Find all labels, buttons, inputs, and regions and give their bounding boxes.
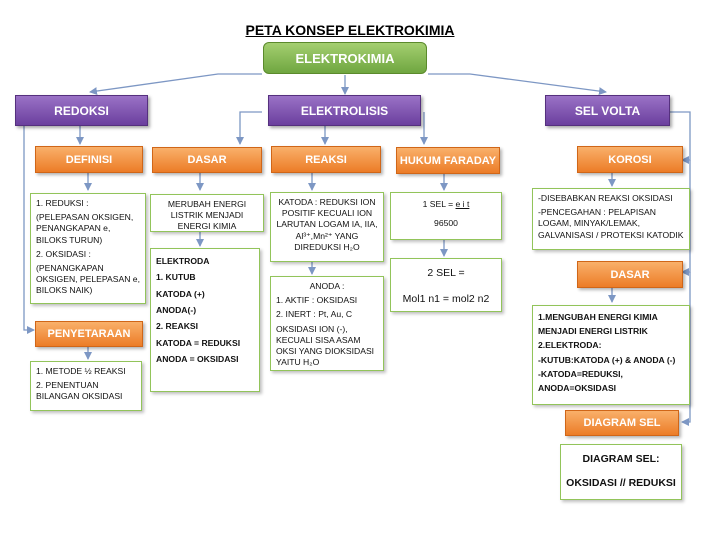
definisi-line-3: 2. OKSIDASI : bbox=[36, 248, 91, 259]
elektroda-line-2: 1. KUTUB bbox=[156, 272, 196, 283]
dasar-sel-volta-line-1: 1.MENGUBAH ENERGI KIMIA MENJADI ENERGI L… bbox=[538, 312, 658, 337]
page-title: PETA KONSEP ELEKTROKIMIA bbox=[245, 22, 455, 38]
dasar-sel-volta-line-2: 2.ELEKTRODA: bbox=[538, 340, 602, 351]
elektroda-line-3: KATODA (+) bbox=[156, 288, 205, 299]
node-reaksi[interactable]: REAKSI bbox=[271, 146, 381, 173]
node-penyetaraan[interactable]: PENYETARAAN bbox=[35, 321, 143, 347]
korosi-line-2: -PENCEGAHAN : PELAPISAN LOGAM, MINYAK/LE… bbox=[538, 207, 684, 240]
elektroda-line-7: ANODA = OKSIDASI bbox=[156, 353, 239, 364]
faraday-1sel-denominator: 96500 bbox=[434, 218, 458, 229]
anoda-line-3: 2. INERT : Pt, Au, C bbox=[276, 309, 353, 320]
anoda-note: ANODA : 1. AKTIF : OKSIDASI 2. INERT : P… bbox=[270, 276, 384, 371]
node-hukum-faraday-label: HUKUM FARADAY bbox=[399, 154, 497, 167]
node-korosi[interactable]: KOROSI bbox=[577, 146, 683, 173]
node-elektrolisis[interactable]: ELEKTROLISIS bbox=[268, 95, 421, 126]
katoda-note: KATODA : REDUKSI ION POSITIF KECUALI ION… bbox=[270, 192, 384, 262]
node-sel-volta-label: SEL VOLTA bbox=[574, 103, 641, 118]
node-penyetaraan-label: PENYETARAAN bbox=[47, 328, 131, 340]
elektroda-line-4: ANODA(-) bbox=[156, 304, 197, 315]
dasar-sel-volta-line-4: -KATODA=REDUKSI, ANODA=OKSIDASI bbox=[538, 368, 623, 393]
faraday-1sel-numerator: e i t bbox=[455, 199, 470, 209]
node-elektrokimia-label: ELEKTROKIMIA bbox=[295, 50, 395, 66]
node-reaksi-label: REAKSI bbox=[305, 153, 347, 166]
dasar-elektrolisis-note: MERUBAH ENERGI LISTRIK MENJADI ENERGI KI… bbox=[150, 194, 264, 232]
faraday-2sel-formula: Mol1 n1 = mol2 n2 bbox=[402, 292, 490, 305]
faraday-1sel-label: 1 SEL = bbox=[422, 199, 456, 209]
anoda-line-1: ANODA : bbox=[309, 281, 345, 291]
dasar-sel-volta-note: 1.MENGUBAH ENERGI KIMIA MENJADI ENERGI L… bbox=[532, 305, 690, 405]
node-sel-volta[interactable]: SEL VOLTA bbox=[545, 95, 670, 126]
dasar-elektrolisis-text: MERUBAH ENERGI LISTRIK MENJADI ENERGI KI… bbox=[167, 199, 247, 232]
node-hukum-faraday[interactable]: HUKUM FARADAY bbox=[396, 147, 500, 174]
node-diagram-sel[interactable]: DIAGRAM SEL bbox=[565, 410, 679, 436]
node-dasar-elektrolisis[interactable]: DASAR bbox=[152, 147, 262, 173]
anoda-line-2: 1. AKTIF : OKSIDASI bbox=[276, 295, 358, 306]
diagram-sel-line-1: DIAGRAM SEL: bbox=[582, 453, 660, 465]
dasar-sel-volta-line-3: -KUTUB:KATODA (+) & ANODA (-) bbox=[538, 354, 676, 365]
node-definisi[interactable]: DEFINISI bbox=[35, 146, 143, 173]
definisi-line-2: (PELEPASAN OKSIGEN, PENANGKAPAN e, BILOK… bbox=[36, 212, 134, 245]
node-korosi-label: KOROSI bbox=[608, 153, 652, 166]
korosi-note: -DISEBABKAN REAKSI OKSIDASI -PENCEGAHAN … bbox=[532, 188, 690, 250]
faraday-2sel-label: 2 SEL = bbox=[427, 267, 465, 279]
node-dasar-elektrolisis-label: DASAR bbox=[187, 154, 227, 166]
line-root-selvolta bbox=[428, 73, 607, 96]
anoda-line-4: OKSIDASI ION (-), KECUALI SISA ASAM OKSI… bbox=[276, 323, 375, 368]
line-redoksi-penyetaraan bbox=[23, 126, 35, 334]
node-redoksi[interactable]: REDOKSI bbox=[15, 95, 148, 126]
elektroda-line-6: KATODA = REDUKSI bbox=[156, 337, 241, 348]
line-root-redoksi bbox=[89, 73, 262, 95]
node-elektrolisis-label: ELEKTROLISIS bbox=[300, 103, 389, 118]
diagram-sel-note: DIAGRAM SEL: OKSIDASI // REDUKSI bbox=[560, 444, 682, 500]
line-dasar-diagramsel bbox=[681, 272, 691, 426]
node-elektrokimia[interactable]: ELEKTROKIMIA bbox=[263, 42, 427, 74]
penyetaraan-note: 1. METODE ½ REAKSI 2. PENENTUAN BILANGAN… bbox=[30, 361, 142, 411]
node-dasar-sel-volta-label: DASAR bbox=[610, 268, 650, 281]
elektroda-line-5: 2. REAKSI bbox=[156, 321, 199, 332]
node-redoksi-label: REDOKSI bbox=[54, 103, 109, 118]
node-dasar-sel-volta[interactable]: DASAR bbox=[577, 261, 683, 288]
definisi-line-1: 1. REDUKSI : bbox=[36, 198, 89, 208]
line-selvolta-korosi bbox=[670, 111, 691, 164]
penyetaraan-line-2: 2. PENENTUAN BILANGAN OKSIDASI bbox=[36, 380, 123, 402]
diagram-sel-line-2: OKSIDASI // REDUKSI bbox=[566, 476, 676, 489]
penyetaraan-line-1: 1. METODE ½ REAKSI bbox=[36, 366, 126, 376]
elektroda-line-1: ELEKTRODA bbox=[156, 256, 210, 266]
elektroda-note: ELEKTRODA 1. KUTUB KATODA (+) ANODA(-) 2… bbox=[150, 248, 260, 392]
line-elektrolisis-dasar bbox=[236, 111, 262, 145]
katoda-text: KATODA : REDUKSI ION POSITIF KECUALI ION… bbox=[276, 197, 378, 252]
korosi-line-1: -DISEBABKAN REAKSI OKSIDASI bbox=[538, 193, 673, 203]
node-definisi-label: DEFINISI bbox=[65, 153, 113, 166]
definisi-note: 1. REDUKSI : (PELEPASAN OKSIGEN, PENANGK… bbox=[30, 193, 146, 304]
node-diagram-sel-label: DIAGRAM SEL bbox=[583, 417, 661, 429]
definisi-line-4: (PENANGKAPAN OKSIGEN, PELEPASAN e, BILOK… bbox=[36, 262, 140, 296]
faraday-1sel-note: 1 SEL = e i t 96500 bbox=[390, 192, 502, 240]
faraday-2sel-note: 2 SEL = Mol1 n1 = mol2 n2 bbox=[390, 258, 502, 312]
